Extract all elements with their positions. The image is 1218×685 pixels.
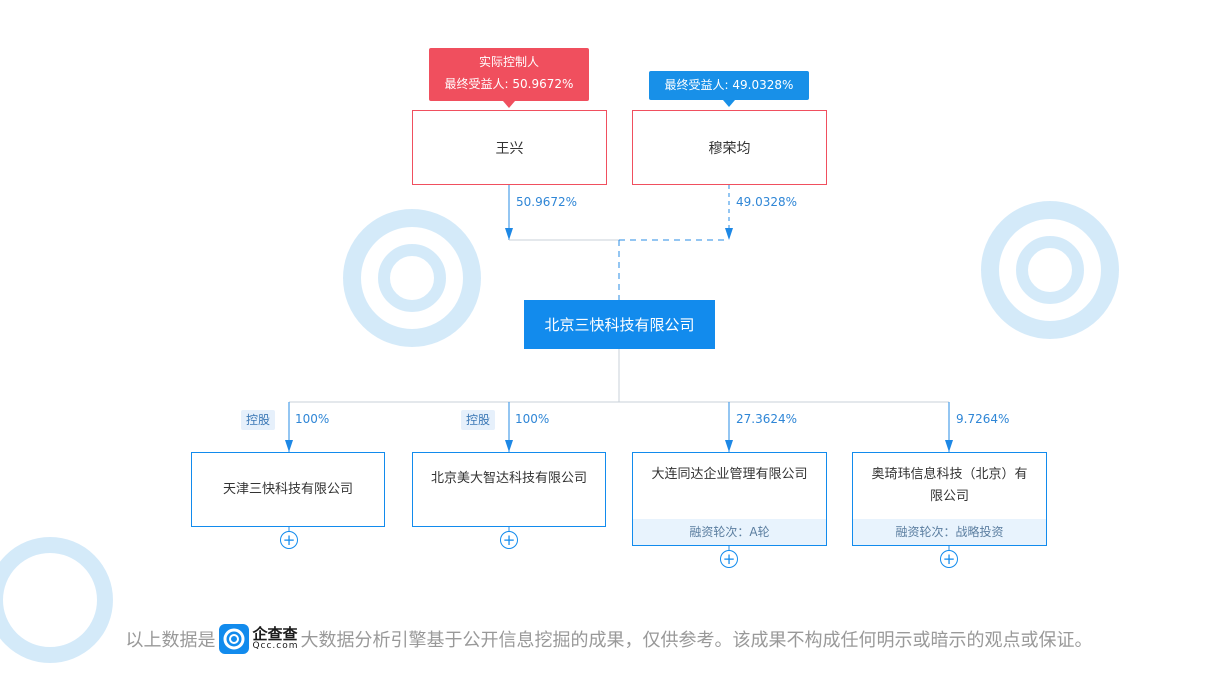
actual-controller-tag: 实际控制人 最终受益人: 50.9672% (429, 48, 589, 101)
investment-name: 北京美大智达科技有限公司 (430, 471, 587, 486)
shareholder-percent: 49.0328% (736, 195, 798, 209)
qcc-logo: 企查查 Qcc.com (219, 624, 298, 654)
disclaimer-prefix: 以上数据是 (125, 630, 216, 651)
holding-badge: 控股 (241, 410, 275, 430)
actual-controller-share: 最终受益人: 50.9672% (444, 77, 574, 91)
investment-box[interactable]: 天津三快科技有限公司 (191, 452, 385, 527)
arrow-head (725, 228, 733, 240)
investment-percent: 9.7264% (956, 412, 1010, 426)
qcc-logo-cn: 企查查 (252, 625, 298, 643)
shareholder-name: 王兴 (495, 140, 524, 157)
expand-button[interactable]: + (720, 550, 738, 568)
financing-round: 融资轮次：战略投资 (853, 519, 1046, 545)
shareholder-box[interactable]: 王兴 (412, 110, 607, 185)
shareholder-name: 穆荣均 (708, 140, 751, 157)
shareholder-box[interactable]: 穆荣均 (632, 110, 827, 185)
expand-button[interactable]: + (280, 531, 298, 549)
investment-percent: 100% (295, 412, 330, 426)
investment-name: 奥琦玮信息科技（北京）有限公司 (871, 467, 1028, 504)
investment-box[interactable]: 大连同达企业管理有限公司 融资轮次：A轮 (632, 452, 827, 546)
beneficiary-tag: 最终受益人: 49.0328% (649, 71, 809, 100)
investment-box[interactable]: 北京美大智达科技有限公司 (412, 452, 606, 527)
actual-controller-title: 实际控制人 (478, 55, 539, 69)
financing-round: 融资轮次：A轮 (633, 519, 826, 545)
disclaimer: 以上数据是 企查查 Qcc.com 大数据分析引擎基于公开信息挖掘的成果，仅供参… (0, 623, 1218, 655)
expand-button[interactable]: + (940, 550, 958, 568)
investment-percent: 100% (515, 412, 550, 426)
qcc-logo-icon (219, 624, 250, 654)
main-company-name: 北京三快科技有限公司 (544, 316, 695, 334)
arrow-head (505, 228, 513, 240)
investment-name: 天津三快科技有限公司 (222, 482, 353, 497)
tag-pointer (723, 100, 735, 107)
disclaimer-text: 大数据分析引擎基于公开信息挖掘的成果，仅供参考。该成果不构成任何明示或暗示的观点… (300, 630, 1093, 651)
main-company-box[interactable]: 北京三快科技有限公司 (524, 300, 715, 349)
expand-button[interactable]: + (500, 531, 518, 549)
investment-percent: 27.3624% (736, 412, 798, 426)
holding-badge: 控股 (461, 410, 495, 430)
investment-box[interactable]: 奥琦玮信息科技（北京）有限公司 融资轮次：战略投资 (852, 452, 1047, 546)
qcc-logo-en: Qcc.com (252, 641, 299, 651)
tag-pointer (503, 101, 515, 108)
investment-name: 大连同达企业管理有限公司 (651, 467, 808, 482)
shareholder-percent: 50.9672% (516, 195, 578, 209)
